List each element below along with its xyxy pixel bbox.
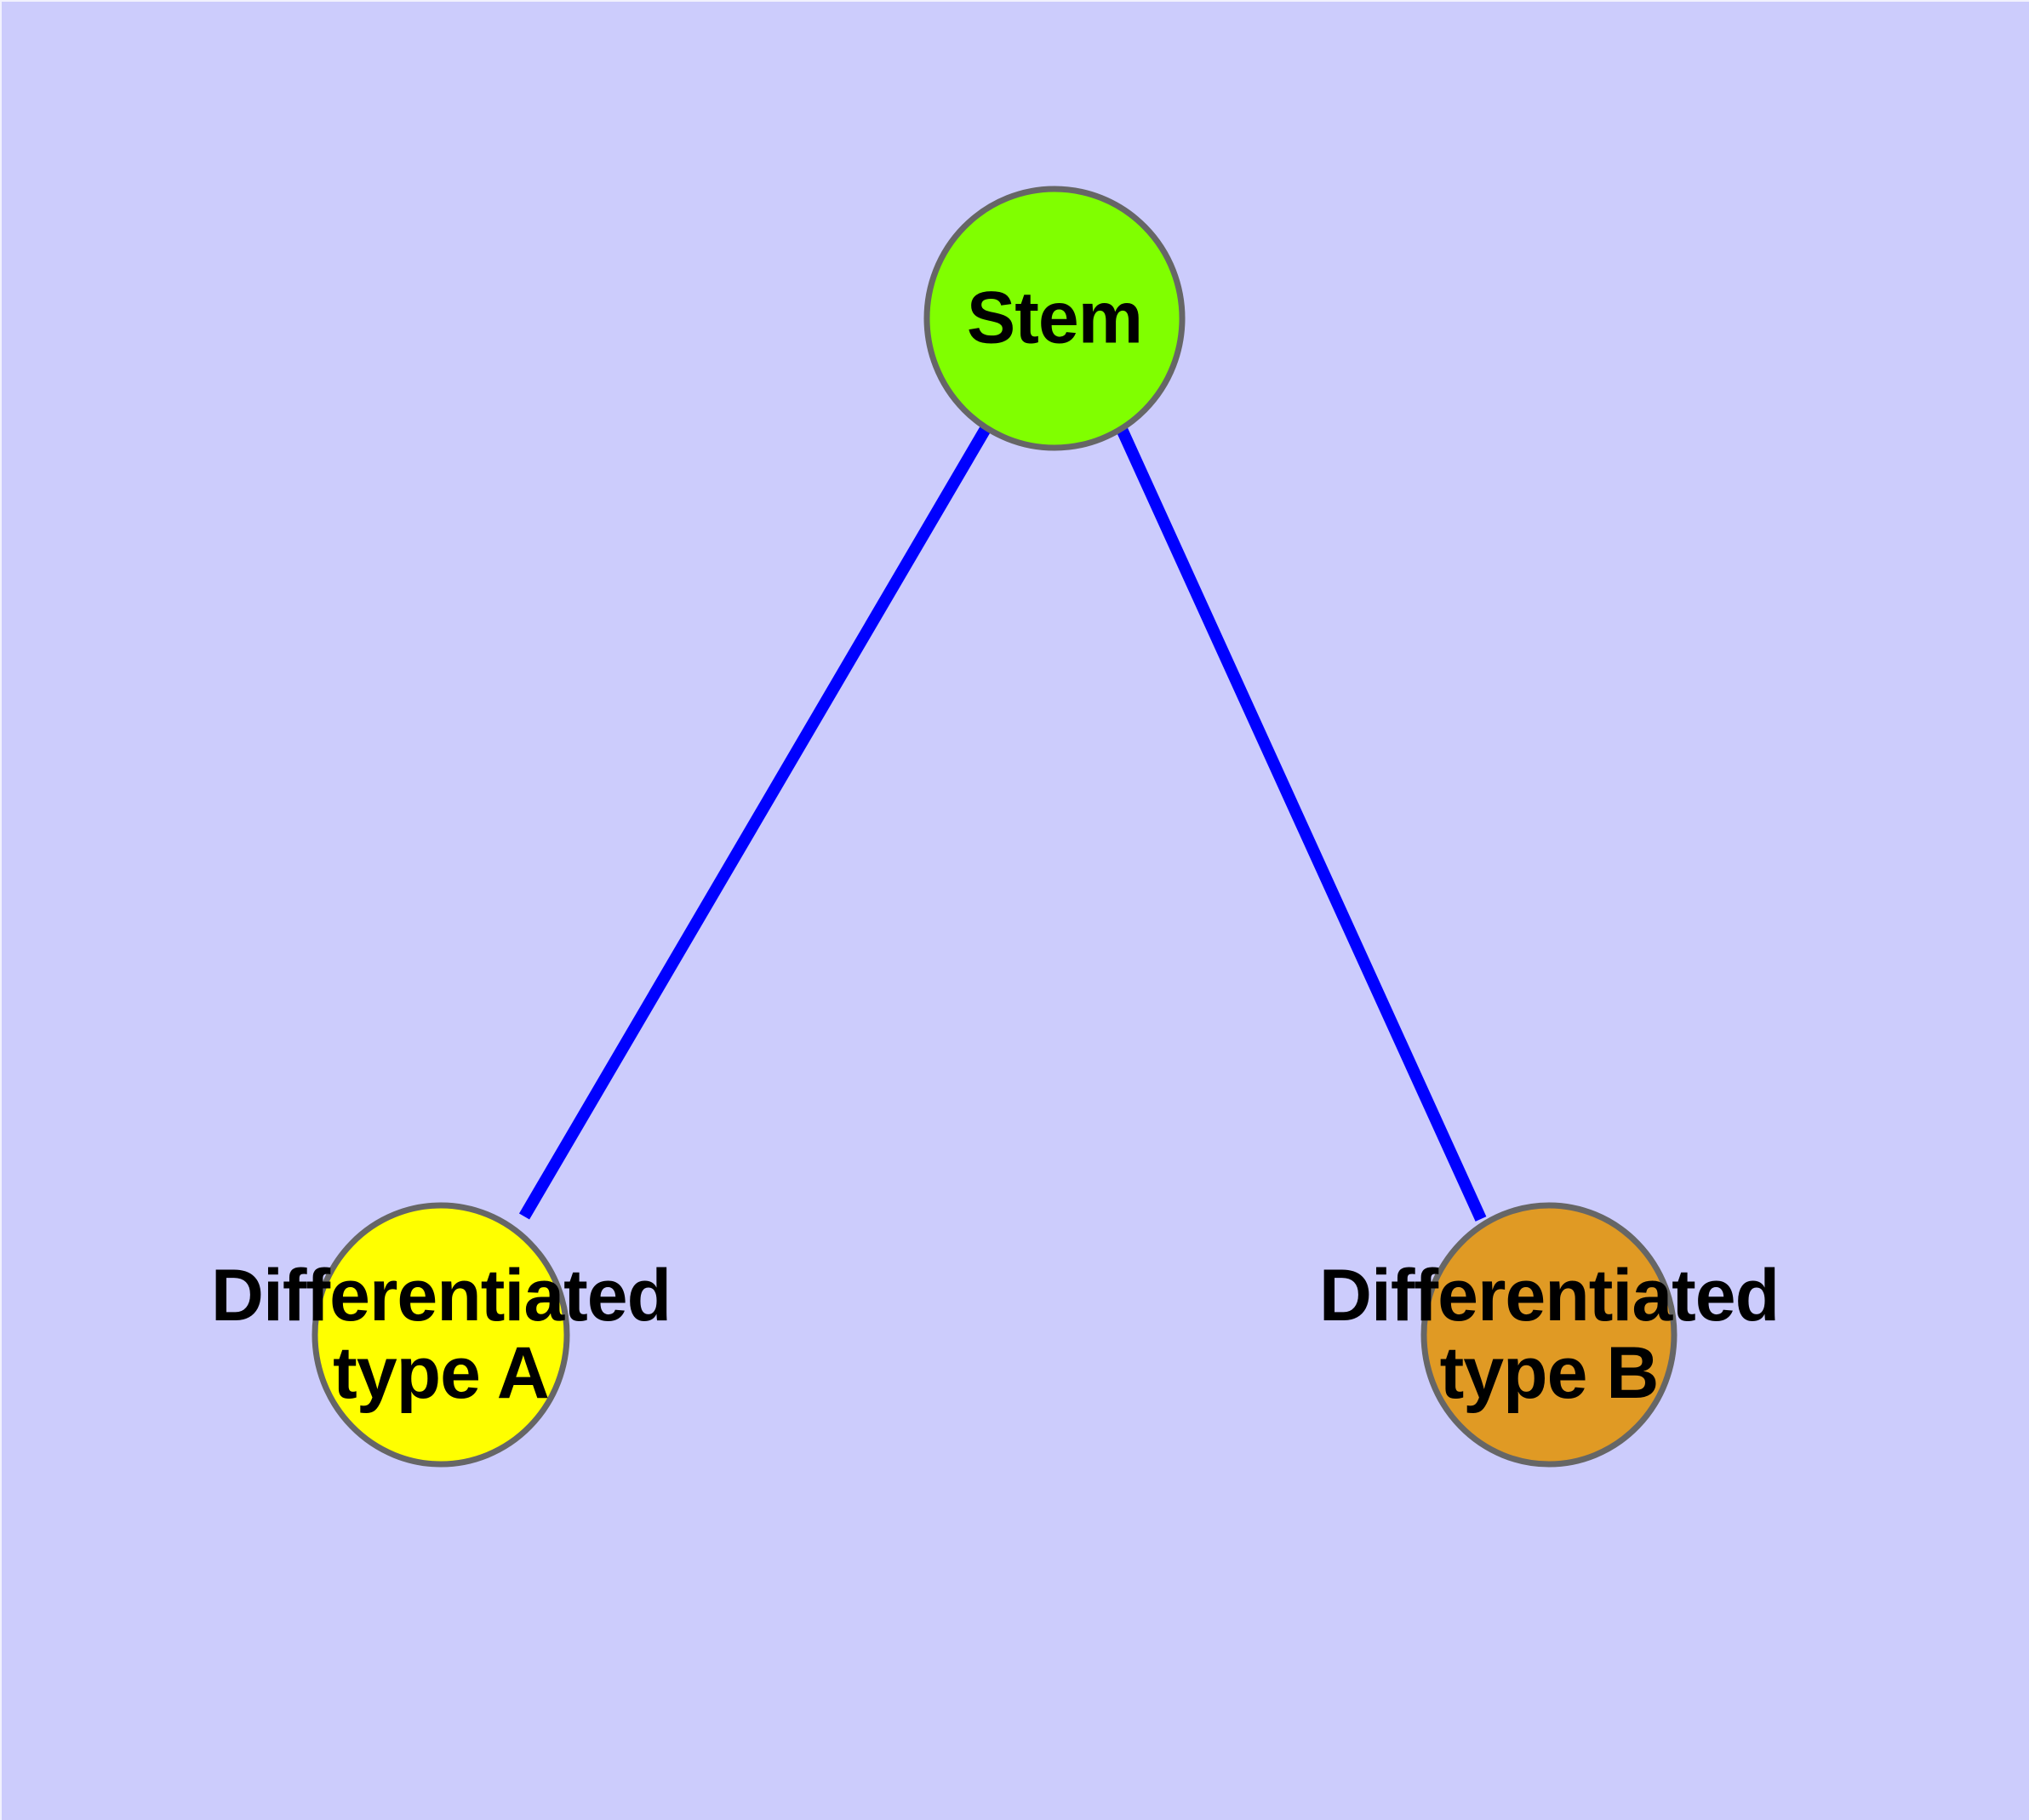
edge-stem-to-differentiated-type-a[interactable] [518,424,992,1220]
node-layer [311,186,1677,1468]
node-differentiated-type-a[interactable] [311,1202,570,1468]
node-differentiated-type-b[interactable] [1420,1202,1677,1468]
node-stem[interactable] [923,186,1186,451]
edge-layer [518,424,1487,1222]
edge-stem-to-differentiated-type-b[interactable] [1115,425,1487,1222]
